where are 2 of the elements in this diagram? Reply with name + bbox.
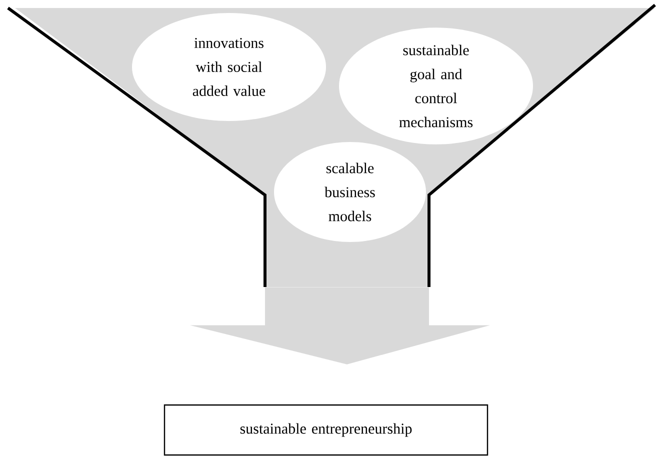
arrow — [190, 287, 490, 364]
result-box: sustainable entrepreneurship — [164, 404, 488, 456]
